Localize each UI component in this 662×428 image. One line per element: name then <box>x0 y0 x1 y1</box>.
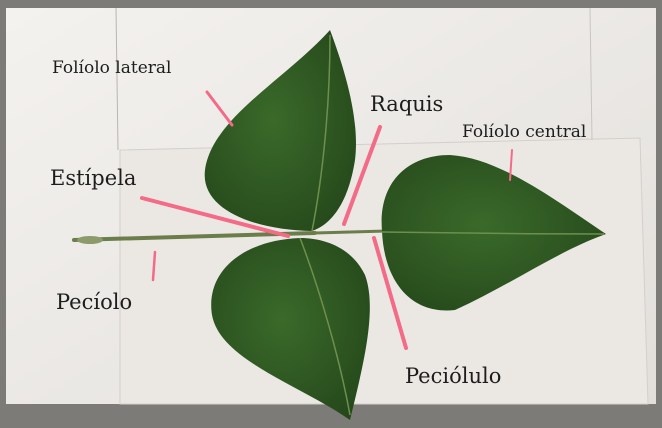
label-rachis: Raquis <box>370 94 443 115</box>
label-lateral-leaflet: Folíolo lateral <box>52 60 171 77</box>
label-stipule: Estípela <box>50 168 136 189</box>
label-central-leaflet: Folíolo central <box>462 124 586 141</box>
label-petiole: Pecíolo <box>56 292 132 313</box>
rachis-stem <box>315 231 385 233</box>
label-petiolule: Peciólulo <box>405 366 501 387</box>
petiole-base <box>77 236 103 244</box>
